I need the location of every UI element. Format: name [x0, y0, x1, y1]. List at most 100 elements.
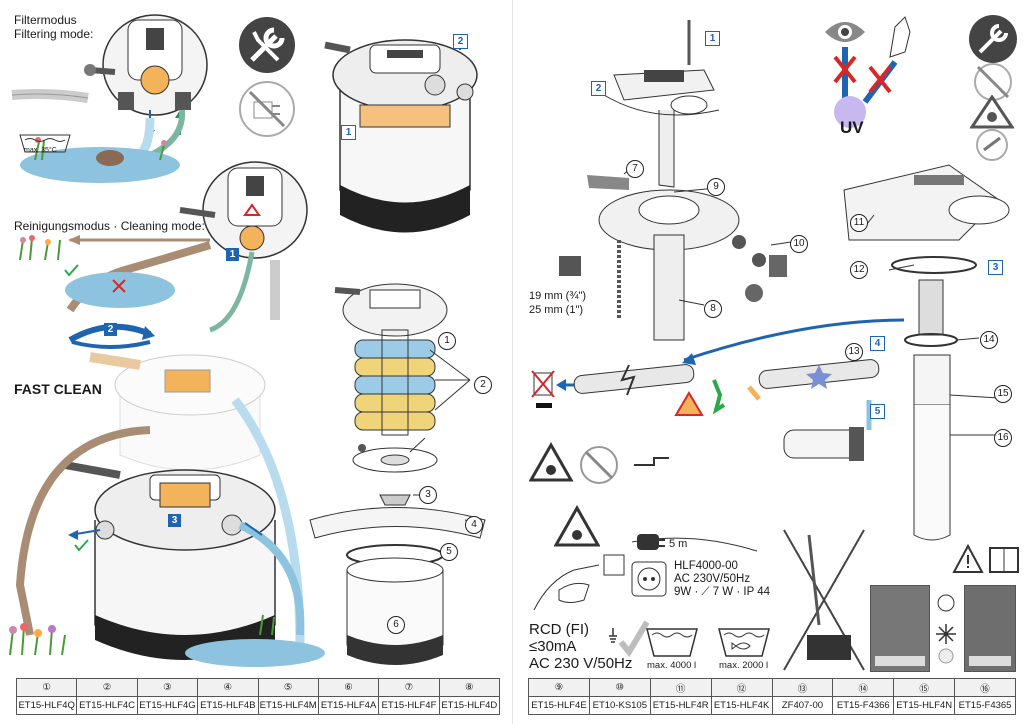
uv-lamp-replacement [531, 318, 905, 461]
part-code-cell: ET15-HLF4B [197, 696, 259, 715]
page-divider [512, 0, 513, 724]
step-badge: 2 [591, 81, 606, 96]
callout-9: 9 [707, 178, 725, 196]
uv-housing-exploded-view [843, 164, 1010, 541]
callout-7: 7 [626, 160, 644, 178]
index-cell: ⑯ [954, 678, 1016, 697]
uv-lamp-head-removal [603, 20, 720, 188]
callout-2: 2 [474, 376, 492, 394]
index-cell: ③ [136, 678, 199, 697]
step-badge: 4 [870, 336, 885, 351]
part-code-cell: ET15-HLF4M [257, 696, 319, 715]
bin-crossed-icon [533, 372, 553, 396]
plug-icon [632, 534, 758, 552]
part-code-cell: ET15-HLF4C [76, 696, 138, 715]
index-cell: ⑪ [649, 678, 712, 697]
product-box-image [964, 585, 1016, 672]
part-code-cell: ET15-HLF4N [893, 696, 956, 715]
callout-11: 11 [850, 214, 868, 232]
filtering-mode-label: Filtermodus Filtering mode: [14, 13, 94, 41]
index-cell: ⑭ [832, 678, 895, 697]
filter-head-connectors-view [559, 167, 792, 341]
hand-icon [889, 16, 911, 58]
callout-5: 5 [440, 543, 458, 561]
index-cell: ⑫ [710, 678, 773, 697]
cleaning-mode-label: Reinigungsmodus · Cleaning mode: [14, 219, 205, 233]
index-cell: ⑥ [317, 678, 380, 697]
index-cell: ① [15, 678, 78, 697]
step-badge: 2 [104, 323, 117, 336]
uv-label: UV [840, 118, 864, 137]
index-cell: ⑩ [588, 678, 651, 697]
table-row: ⑨ ⑩ ⑪ ⑫ ⑬ ⑭ ⑮ ⑯ [528, 678, 1016, 697]
callout-1: 1 [438, 332, 456, 350]
sponge-stack-exploded-view [309, 283, 486, 665]
step-badge: 5 [870, 404, 885, 419]
step-badge: 2 [453, 34, 468, 49]
spare-parts-table-right: ⑨ ⑩ ⑪ ⑫ ⑬ ⑭ ⑮ ⑯ ET15-HLF4E ET10-KS105 ET… [528, 678, 1016, 715]
step-badge: 1 [226, 248, 239, 261]
callout-14: 14 [980, 331, 998, 349]
part-code-cell: ET15-HLF4F [378, 696, 440, 715]
max-volume-label: max. 4000 l [647, 660, 697, 671]
part-code-cell: ET15-HLF4G [136, 696, 199, 715]
rcd-spec: RCD (FI) ≤30mA AC 230 V/50Hz [529, 621, 633, 672]
manual-cover-image [870, 585, 930, 672]
part-code-cell: ET15-F4365 [954, 696, 1016, 715]
ground-check-icon [609, 620, 649, 658]
max-volume-label: max. 2000 l [719, 660, 769, 671]
filter-head-cleaning-illustration [19, 161, 308, 333]
step-badge: 1 [705, 31, 720, 46]
index-cell: ⑮ [893, 678, 956, 697]
manual-book-icon [952, 544, 1019, 573]
pond-with-fish-volume-icon [718, 628, 770, 657]
callout-6: 6 [387, 616, 405, 634]
index-cell: ⑦ [378, 678, 440, 697]
pond-volume-icon [646, 628, 698, 657]
index-cell: ⑧ [438, 678, 501, 697]
index-cell: ② [76, 678, 138, 697]
step-badge: 1 [341, 125, 356, 140]
filter-head-filtering-illustration [11, 14, 208, 183]
callout-12: 12 [850, 261, 868, 279]
frost-icon [936, 594, 956, 664]
cable-length-label: 5 m [669, 538, 688, 550]
table-row: ET15-HLF4E ET10-KS105 ET15-HLF4R ET15-HL… [528, 696, 1016, 715]
part-code-cell: ET15-HLF4K [710, 696, 773, 715]
max-temp-label: max. 35°C [24, 147, 57, 154]
index-cell: ⑤ [257, 678, 319, 697]
table-row: ① ② ③ ④ ⑤ ⑥ ⑦ ⑧ [15, 678, 501, 697]
uv-lamp-icon [834, 96, 866, 128]
hand-plug-illustration [533, 554, 625, 611]
hose-size-labels: 19 mm (¾") 25 mm (1") [529, 290, 587, 316]
part-code-cell: ET15-HLF4D [438, 696, 501, 715]
table-row: ET15-HLF4Q ET15-HLF4C ET15-HLF4G ET15-HL… [15, 696, 501, 715]
socket-icon [631, 561, 667, 597]
wrench-screwdriver-icon [969, 15, 1017, 63]
part-code-cell: ET15-HLF4E [528, 696, 590, 715]
part-code-cell: ET15-HLF4A [317, 696, 380, 715]
safety-icons-row [529, 441, 669, 484]
uv-hazard-warning [825, 16, 911, 128]
index-cell: ④ [197, 678, 259, 697]
hand-care-icon [976, 129, 1008, 161]
step-badge: 3 [168, 514, 181, 527]
part-code-cell: ET15-F4366 [832, 696, 895, 715]
wrong-usage-crossed [783, 529, 865, 671]
callout-16: 16 [994, 429, 1012, 447]
callout-15: 15 [994, 385, 1012, 403]
warning-triangle-icon [554, 505, 600, 547]
callout-10: 10 [790, 235, 808, 253]
no-plug-icon [974, 63, 1012, 101]
left-page: Filtermodus Filtering mode: max. 35°C [0, 0, 510, 724]
fast-clean-title: FAST CLEAN [14, 381, 102, 397]
power-spec: HLF4000-00 AC 230V/50Hz 9W · ⟋ 7 W · IP … [674, 560, 771, 598]
part-code-cell: ET15-HLF4R [649, 696, 712, 715]
callout-13: 13 [845, 343, 863, 361]
fast-clean-illustration [9, 352, 325, 667]
callout-4: 4 [465, 516, 483, 534]
right-page: 1 2 UV 7 9 10 8 [514, 0, 1024, 724]
filter-housing-top-view [324, 38, 478, 233]
index-cell: ⑨ [528, 678, 590, 697]
index-cell: ⑬ [771, 678, 834, 697]
